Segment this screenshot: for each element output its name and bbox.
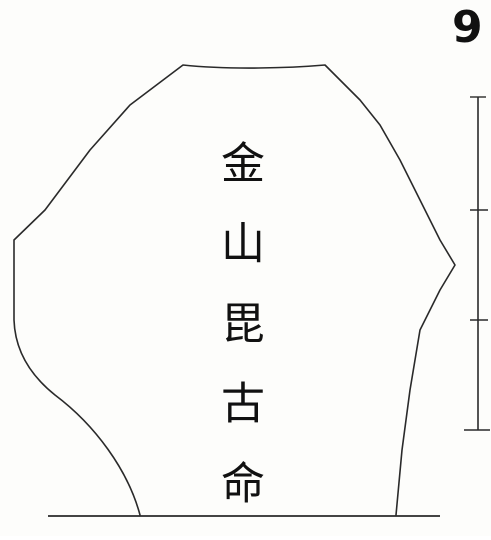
- figure-number: 9: [452, 2, 483, 53]
- scale-bar: [464, 96, 490, 431]
- stone-inscription: 金山毘古命: [213, 140, 264, 540]
- stone-outline: [13, 64, 456, 516]
